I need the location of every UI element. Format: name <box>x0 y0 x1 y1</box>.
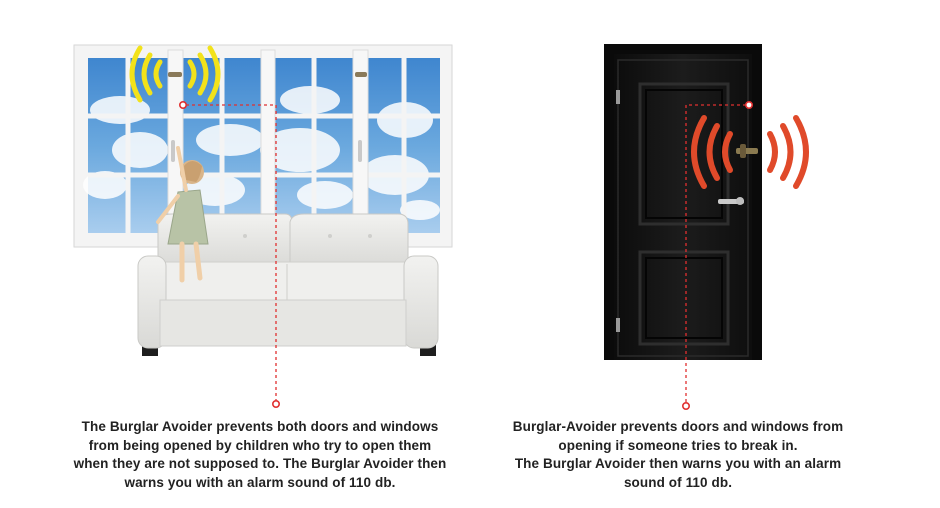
hinge <box>616 90 620 104</box>
caption-line: opening if someone tries to break in. <box>558 437 798 453</box>
window-handle <box>168 72 182 77</box>
caption-line: from being opened by children who try to… <box>88 437 432 453</box>
leader-line-left <box>179 101 280 408</box>
sound-wave-icon <box>691 115 809 189</box>
door <box>604 44 809 360</box>
caption-line: warns you with an alarm sound of 110 db. <box>124 474 396 490</box>
child-figure <box>156 146 209 283</box>
window <box>73 44 453 248</box>
caption-line: Burglar-Avoider prevents doors and windo… <box>512 419 844 434</box>
caption-children-safety: The Burglar Avoider prevents both doors … <box>60 418 460 492</box>
window-muntins <box>88 58 440 233</box>
door-lock <box>736 148 758 154</box>
caption-break-in-protection: Burglar-Avoider prevents doors and windo… <box>488 418 868 492</box>
window-handles <box>168 72 367 162</box>
caption-line: sound of 110 db. <box>623 474 733 490</box>
window-handle <box>355 72 367 77</box>
caption-line: The Burglar Avoider prevents both doors … <box>81 419 439 434</box>
caption-line: The Burglar Avoider then warns you with … <box>514 456 842 471</box>
caption-line: when they are not supposed to. The Burgl… <box>73 456 447 471</box>
leader-line-right <box>681 101 753 410</box>
sound-wave-icon <box>129 45 221 103</box>
hinge <box>616 318 620 332</box>
